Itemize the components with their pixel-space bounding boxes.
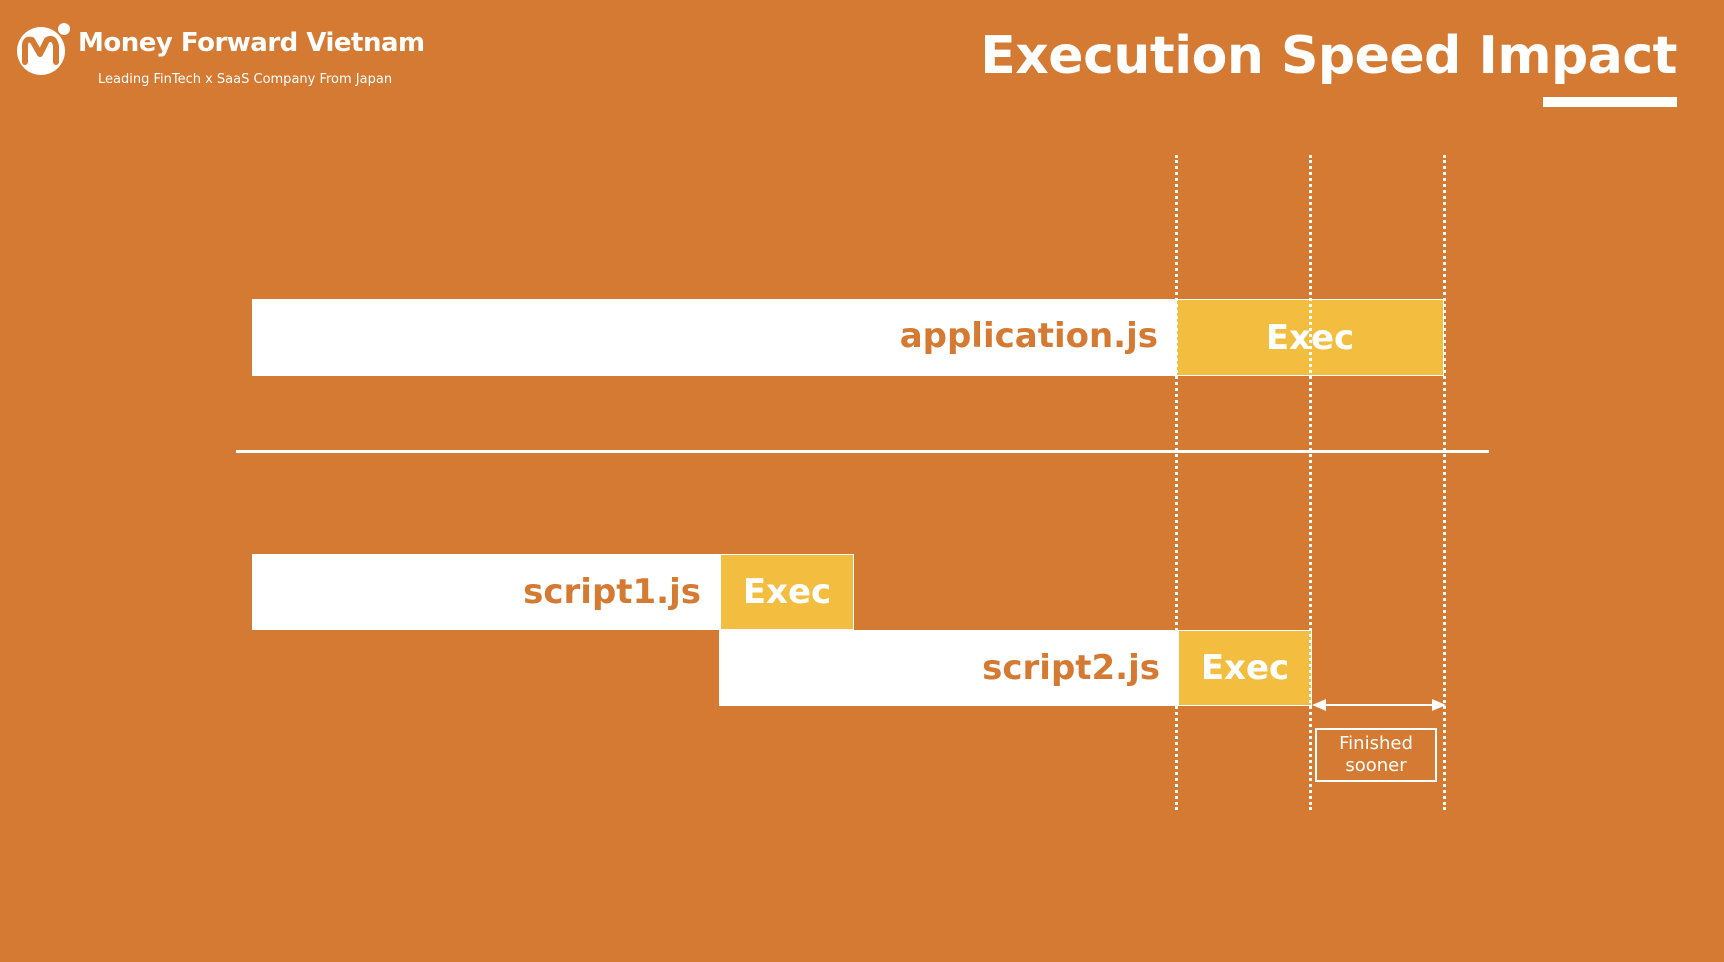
guide-line-bundle-finish (1443, 155, 1446, 810)
script1-bar (252, 554, 720, 630)
brand-name: Money Forward Vietnam (78, 28, 425, 58)
finished-sooner-annotation: Finished sooner (1315, 728, 1437, 782)
guide-line-split-finish (1309, 155, 1312, 810)
brand-logo: Money Forward Vietnam Leading FinTech x … (16, 20, 436, 100)
script1-file-label: script1.js (523, 572, 701, 612)
application-bundle-bar (252, 299, 1176, 376)
page-title: Execution Speed Impact (980, 26, 1677, 86)
time-saved-arrow-icon (1312, 699, 1446, 711)
script2-bar (719, 630, 1178, 706)
brand-tagline: Leading FinTech x SaaS Company From Japa… (98, 72, 393, 87)
guide-line-start-exec (1175, 155, 1178, 810)
money-forward-logo-icon (17, 23, 70, 75)
comparison-divider (236, 450, 1489, 453)
script2-file-label: script2.js (982, 648, 1160, 688)
title-underline (1543, 97, 1677, 107)
script1-exec-block: Exec (720, 554, 854, 630)
script2-exec-block: Exec (1178, 630, 1312, 706)
application-file-label: application.js (899, 316, 1158, 356)
